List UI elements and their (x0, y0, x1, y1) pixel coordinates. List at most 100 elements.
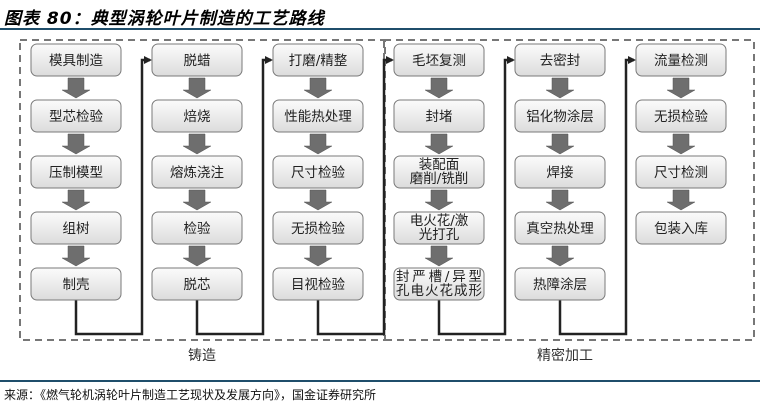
process-step: 包装入库 (635, 211, 727, 245)
process-step: 无损检验 (635, 99, 727, 133)
step-box (151, 99, 243, 133)
step-box (393, 43, 485, 77)
step-box (635, 211, 727, 245)
step-box (151, 155, 243, 189)
flow-connector (558, 56, 636, 336)
flow-connector (195, 56, 273, 336)
process-step: 脱蜡 (151, 43, 243, 77)
step-label: 模具制造 (49, 53, 103, 69)
figure-title: 图表 80：典型涡轮叶片制造的工艺路线 (4, 9, 325, 29)
step-label: 真空热处理 (526, 221, 594, 237)
step-box (272, 155, 364, 189)
step-label: 铝化物涂层 (526, 109, 594, 125)
down-arrow-icon (182, 133, 212, 155)
process-step: 流量检测 (635, 43, 727, 77)
step-box (272, 43, 364, 77)
down-arrow-icon (545, 189, 575, 211)
down-arrow-icon (182, 77, 212, 99)
step-label: 尺寸检测 (654, 165, 708, 181)
step-box (514, 155, 606, 189)
process-step: 压制模型 (30, 155, 122, 189)
step-label: 脱蜡 (184, 53, 211, 69)
step-label: 封严槽/异型孔电火花成形 (396, 269, 483, 299)
down-arrow-icon (666, 189, 696, 211)
step-box (30, 211, 122, 245)
process-step: 去密封 (514, 43, 606, 77)
step-label: 封堵 (426, 109, 453, 125)
process-step: 铝化物涂层 (514, 99, 606, 133)
step-label: 脱芯 (184, 277, 211, 293)
step-label: 去密封 (540, 52, 581, 69)
step-label: 熔炼浇注 (170, 165, 224, 181)
down-arrow-icon (666, 133, 696, 155)
step-box (151, 211, 243, 245)
step-label: 检验 (184, 221, 211, 237)
process-step: 焙烧 (151, 99, 243, 133)
process-step: 目视检验 (272, 267, 364, 301)
step-label: 性能热处理 (284, 109, 352, 125)
process-step: 热障涂层 (514, 267, 606, 301)
down-arrow-icon (424, 189, 454, 211)
down-arrow-icon (545, 77, 575, 99)
step-box (30, 99, 122, 133)
step-box (393, 155, 485, 189)
step-label: 目视检验 (291, 277, 345, 293)
down-arrow-icon (424, 133, 454, 155)
step-label: 焙烧 (184, 109, 211, 125)
down-arrow-icon (303, 133, 333, 155)
step-label: 无损检验 (654, 109, 708, 125)
step-box (514, 211, 606, 245)
step-label: 焊接 (547, 164, 574, 181)
down-arrow-icon (424, 77, 454, 99)
process-step: 打磨/精整 (272, 43, 364, 77)
step-box (30, 43, 122, 77)
group-label: 铸造 (188, 348, 216, 364)
down-arrow-icon (61, 133, 91, 155)
step-box (272, 267, 364, 301)
step-label: 组树 (63, 221, 90, 237)
down-arrow-icon (182, 245, 212, 267)
source-note: 来源：《燃气轮机涡轮叶片制造工艺现状及发展方向》，国金证券研究所 (4, 388, 377, 402)
step-box (30, 267, 122, 301)
step-box (393, 211, 485, 245)
down-arrow-icon (545, 133, 575, 155)
down-arrow-icon (61, 77, 91, 99)
group-label: 精密加工 (537, 347, 593, 364)
step-label: 电火花/激光打孔 (410, 213, 469, 243)
step-box (514, 43, 606, 77)
down-arrow-icon (61, 245, 91, 267)
step-box (151, 267, 243, 301)
process-step: 熔炼浇注 (151, 155, 243, 189)
flow-connector (316, 56, 394, 336)
top-rule (0, 28, 760, 30)
step-label: 包装入库 (654, 221, 708, 237)
step-box (272, 211, 364, 245)
process-step: 检验 (151, 211, 243, 245)
process-step: 封严槽/异型孔电火花成形 (393, 267, 485, 301)
step-box (514, 99, 606, 133)
down-arrow-icon (424, 245, 454, 267)
down-arrow-icon (303, 189, 333, 211)
flow-connector (437, 56, 515, 336)
down-arrow-icon (303, 245, 333, 267)
process-step: 毛坯复测 (393, 43, 485, 77)
step-box (635, 155, 727, 189)
step-label: 无损检验 (291, 221, 345, 237)
process-step: 电火花/激光打孔 (393, 211, 485, 245)
down-arrow-icon (182, 189, 212, 211)
step-box (393, 267, 485, 301)
down-arrow-icon (545, 245, 575, 267)
process-step: 无损检验 (272, 211, 364, 245)
down-arrow-icon (61, 189, 91, 211)
step-box (635, 99, 727, 133)
process-step: 制壳 (30, 267, 122, 301)
step-box (151, 43, 243, 77)
process-step: 封堵 (393, 99, 485, 133)
step-label: 型芯检验 (49, 109, 103, 125)
down-arrow-icon (303, 77, 333, 99)
step-label: 流量检测 (654, 53, 708, 69)
step-label: 热障涂层 (533, 277, 587, 293)
process-step: 型芯检验 (30, 99, 122, 133)
flow-connector (74, 56, 152, 336)
group-frame-casting (19, 39, 386, 341)
